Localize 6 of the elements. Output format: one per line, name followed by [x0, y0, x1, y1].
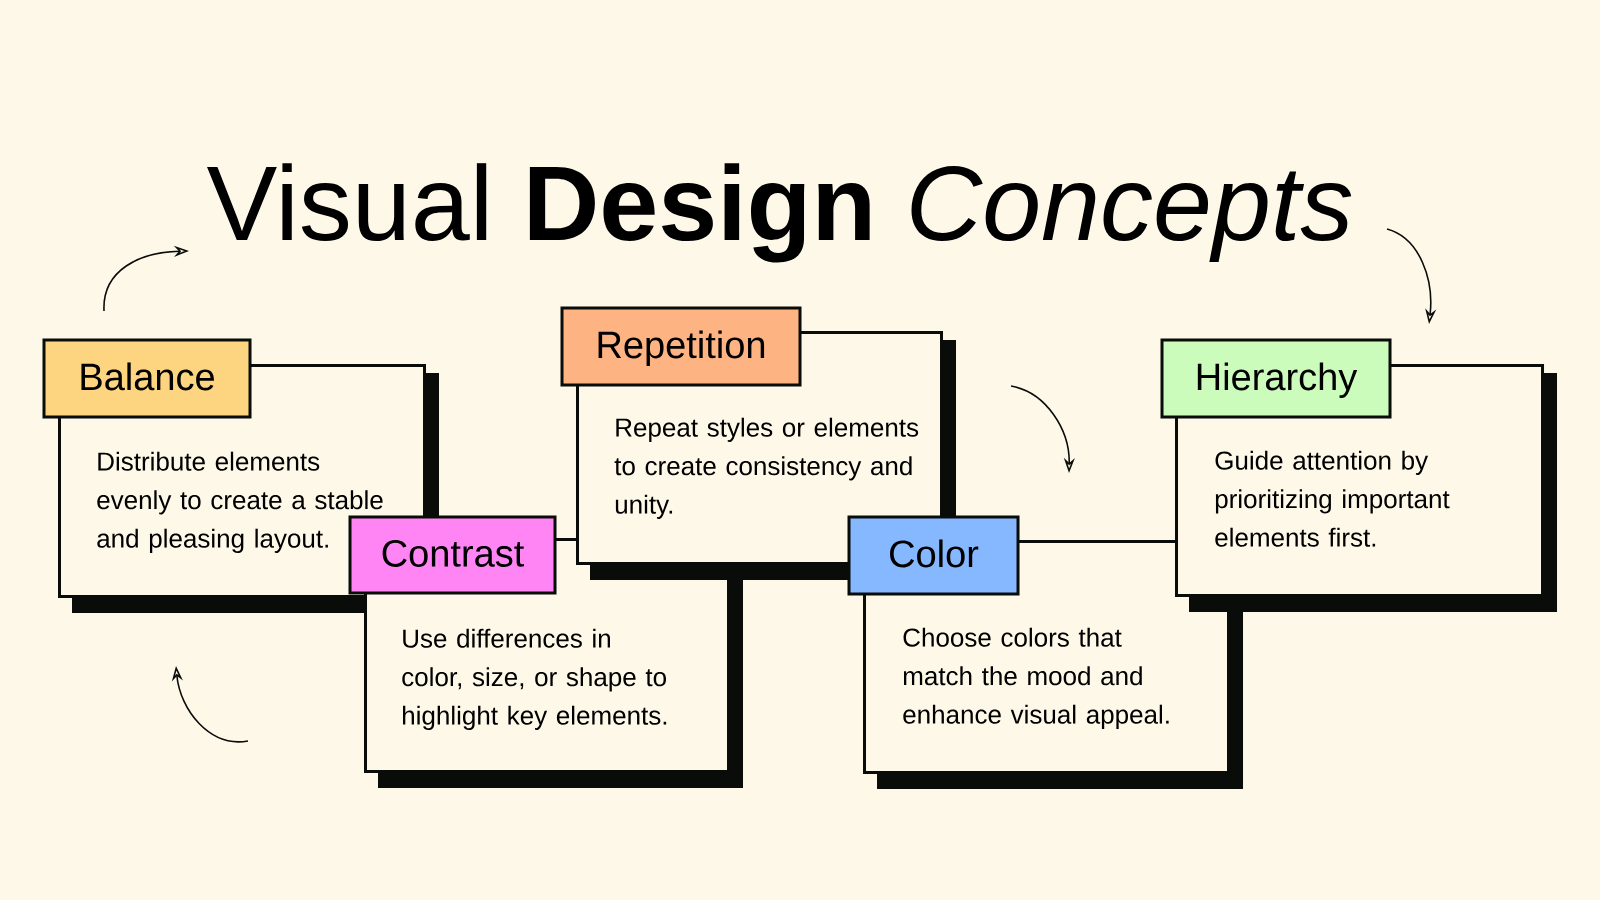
heading-tab: Contrast — [348, 515, 557, 595]
heading-tab: Hierarchy — [1160, 338, 1392, 419]
heading-tab: Color — [847, 515, 1020, 596]
heading-tab: Balance — [42, 338, 252, 419]
title: Visual Design Concepts — [207, 163, 1352, 263]
heading-tab: Repetition — [560, 306, 802, 387]
